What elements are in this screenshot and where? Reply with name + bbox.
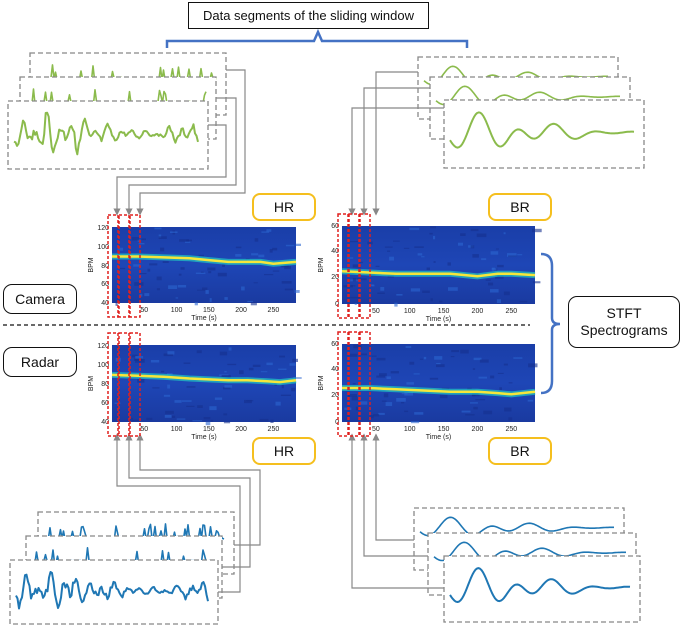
y-tick-label: 60 — [331, 223, 339, 230]
y-tick-label: 120 — [97, 343, 109, 350]
diagram-title: Data segments of the sliding window — [188, 2, 429, 29]
spectrogram-ridge — [342, 386, 536, 396]
x-tick-label: 250 — [505, 426, 517, 433]
spectrogram-ridge — [111, 373, 297, 384]
x-axis-label: Time (s) — [191, 434, 216, 441]
sliding-window-marker — [359, 331, 371, 437]
x-tick-label: 150 — [203, 426, 215, 433]
x-tick-label: 250 — [268, 307, 280, 314]
x-tick-label: 50 — [140, 307, 148, 314]
connector-lines — [113, 69, 444, 593]
stft-line2: Spectrograms — [580, 322, 668, 338]
signal-window-box — [7, 100, 209, 170]
y-tick-label: 60 — [101, 281, 109, 288]
y-tick-label: 40 — [101, 300, 109, 307]
y-tick-label: 20 — [331, 274, 339, 281]
signal-stacks — [7, 52, 645, 625]
sliding-window-marker — [107, 214, 119, 318]
x-tick-label: 150 — [438, 308, 450, 315]
sliding-window-marker — [348, 213, 360, 319]
x-tick-label: 200 — [235, 426, 247, 433]
y-tick-label: 40 — [101, 419, 109, 426]
x-tick-label: 150 — [203, 307, 215, 314]
y-axis-label: BPM — [318, 375, 325, 390]
sliding-window-marker — [337, 213, 349, 319]
x-tick-label: 100 — [171, 426, 183, 433]
br-badge-radar: BR — [488, 437, 552, 465]
y-tick-label: 120 — [97, 225, 109, 232]
y-tick-label: 80 — [101, 263, 109, 270]
stft-line1: STFT — [606, 305, 642, 321]
x-tick-label: 250 — [505, 308, 517, 315]
sliding-window-marker — [129, 214, 141, 318]
y-tick-label: 100 — [97, 362, 109, 369]
hr-badge-camera: HR — [252, 193, 316, 221]
x-tick-label: 100 — [404, 426, 416, 433]
sliding-window-marker — [129, 332, 141, 437]
x-tick-label: 200 — [235, 307, 247, 314]
sliding-window-marker — [337, 331, 349, 437]
title-brace — [165, 28, 469, 48]
spectrogram-ridge — [341, 270, 536, 278]
y-tick-label: 60 — [101, 400, 109, 407]
x-tick-label: 50 — [372, 308, 380, 315]
y-tick-label: 60 — [331, 341, 339, 348]
x-tick-label: 50 — [372, 426, 380, 433]
spectrogram-brace — [540, 252, 561, 395]
y-tick-label: 40 — [331, 366, 339, 373]
x-tick-label: 250 — [268, 426, 280, 433]
y-tick-label: 0 — [335, 419, 339, 426]
y-tick-label: 100 — [97, 244, 109, 251]
sliding-window-marker — [118, 332, 130, 437]
br-badge-camera: BR — [488, 193, 552, 221]
sliding-window-marker — [348, 331, 360, 437]
x-tick-label: 50 — [140, 426, 148, 433]
y-tick-label: 0 — [335, 301, 339, 308]
stft-spectrograms-label: STFT Spectrograms — [568, 296, 680, 348]
sliding-window-marker — [118, 214, 130, 318]
sliding-window-marker — [107, 332, 119, 437]
y-tick-label: 20 — [331, 392, 339, 399]
x-tick-label: 200 — [472, 426, 484, 433]
y-tick-label: 80 — [101, 381, 109, 388]
radar-label: Radar — [3, 347, 77, 377]
sliding-window-marker — [359, 213, 371, 319]
hr-badge-radar: HR — [252, 437, 316, 465]
camera-label: Camera — [3, 284, 77, 314]
x-axis-label: Time (s) — [426, 316, 451, 323]
x-tick-label: 100 — [404, 308, 416, 315]
x-tick-label: 150 — [438, 426, 450, 433]
x-axis-label: Time (s) — [426, 434, 451, 441]
y-axis-label: BPM — [318, 257, 325, 272]
x-tick-label: 100 — [171, 307, 183, 314]
x-axis-label: Time (s) — [191, 315, 216, 322]
x-tick-label: 200 — [472, 308, 484, 315]
spectrogram-ridge — [112, 255, 297, 265]
y-tick-label: 40 — [331, 248, 339, 255]
y-axis-label: BPM — [88, 257, 95, 272]
y-axis-label: BPM — [88, 376, 95, 391]
